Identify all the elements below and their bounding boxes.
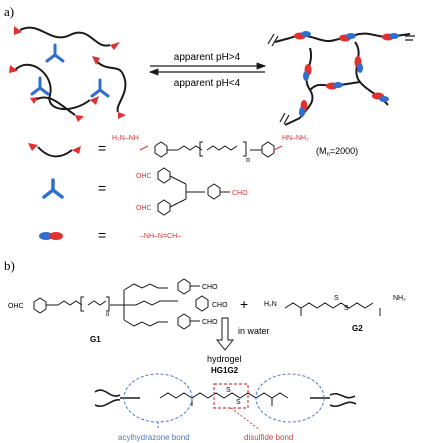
- g2-left: H₂N: [264, 301, 277, 308]
- legend-crosslinker-symbol: [42, 178, 64, 199]
- hydrogel-s1: S: [226, 387, 231, 394]
- crosslinker-structure: [157, 167, 230, 216]
- panel-a-label: a): [4, 4, 14, 19]
- bond-formula: –NH–N=CH–: [140, 233, 181, 240]
- arrow-label-top: apparent pH>4: [174, 52, 241, 63]
- polymer-repeat-n: n: [246, 155, 250, 164]
- product-label: hydrogel: [207, 354, 242, 364]
- polymer-structure: [139, 141, 283, 158]
- crosslinked-network: [274, 32, 411, 126]
- process-arrow: [215, 317, 235, 351]
- hydrogel-network: [94, 389, 357, 407]
- legend-bond-symbol: [39, 232, 63, 240]
- acylhydrazone-highlight-right: [255, 373, 325, 423]
- g1-repeat-n: n: [106, 310, 110, 318]
- polymer-red-ends: [9, 26, 126, 122]
- free-components-cluster: [14, 26, 127, 116]
- legend-equals-2: =: [98, 180, 106, 196]
- legend-equals-3: =: [98, 227, 106, 243]
- g2-structure: [284, 302, 381, 316]
- g2-s2: S: [344, 305, 349, 312]
- hydrogel-s2: S: [236, 399, 241, 406]
- crosslinker-ohc-bottom: OHC: [136, 205, 152, 212]
- disulfide-label: disulfide bond: [244, 433, 293, 442]
- hydrogel-linker: [159, 392, 289, 406]
- network-hashes: [267, 33, 415, 125]
- g2-s1: S: [334, 295, 339, 302]
- step-label: in water: [238, 326, 270, 336]
- equilibrium-arrows: [148, 62, 267, 76]
- acylhydrazone-label: acylhydrazone bond: [118, 433, 190, 442]
- crosslinker-cho: CHO: [232, 190, 248, 197]
- panel-b-label: b): [4, 258, 15, 273]
- g1-cho-top: CHO: [202, 284, 218, 291]
- network-bonds: [294, 31, 399, 117]
- arrow-label-bottom: apparent pH<4: [174, 78, 241, 89]
- g1-cho-bottom: CHO: [202, 319, 218, 326]
- polymer-hydrazide-left: H₂N–NH: [112, 135, 139, 142]
- g1-label: G1: [90, 335, 101, 344]
- crosslinker-ohc-top: OHC: [136, 173, 152, 180]
- plus-sign: +: [240, 296, 248, 312]
- product-code: HG1G2: [211, 366, 239, 375]
- g1-cho-mid: CHO: [212, 302, 228, 309]
- polymer-mw-label: (Mn=2000): [316, 146, 358, 158]
- g1-structure: [33, 278, 209, 330]
- g1-ohc: OHC: [8, 303, 24, 310]
- legend-equals-1: =: [98, 140, 106, 156]
- g2-label: G2: [352, 324, 363, 333]
- legend-polymer-symbol: [28, 143, 81, 158]
- tripodal-crosslinkers-loose: [30, 43, 110, 98]
- g2-right: NH₂: [393, 295, 406, 302]
- polymer-hydrazide-right: HN–NH₂: [282, 135, 309, 142]
- disulfide-pointer: [230, 407, 261, 431]
